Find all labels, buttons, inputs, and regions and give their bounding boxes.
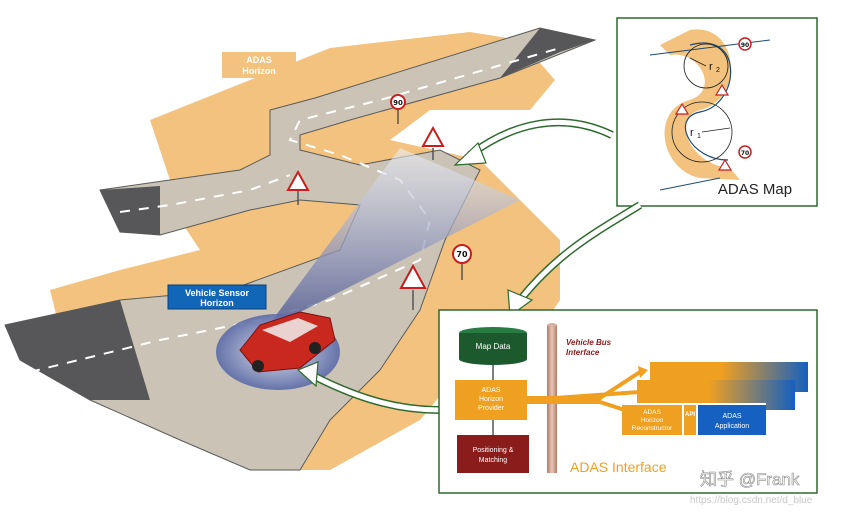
adas-interface-title: ADAS Interface [570,459,667,475]
svg-text:Map Data: Map Data [476,342,511,351]
map-data-block: Map Data [459,327,527,365]
svg-text:Horizon: Horizon [200,298,234,308]
svg-text:ADAS: ADAS [722,413,741,420]
svg-text:Reconstructor: Reconstructor [632,425,673,432]
svg-text:90: 90 [393,99,403,107]
svg-text:90: 90 [741,42,749,49]
svg-text:API: API [685,412,695,418]
positioning-block: Positioning & Matching [457,435,529,473]
svg-text:Application: Application [715,423,749,430]
sensor-beam [265,148,520,330]
svg-text:Interface: Interface [566,348,600,357]
reconstructor-block [622,405,682,435]
road-centre-line-left [119,174,291,213]
horizon-provider-block: ADAS Horizon Provider [455,380,527,420]
road-sign-warning-curve [421,125,445,160]
svg-text:2: 2 [716,67,720,74]
svg-text:r: r [709,61,713,73]
adas-map-panel: r 2 r 1 90 70 ADAS Map [616,17,818,207]
svg-text:知乎 @Frank: 知乎 @Frank [700,470,800,489]
svg-text:ADAS: ADAS [643,409,661,416]
adas-interface-panel: Map Data ADAS Horizon Provider Positioni… [438,309,818,494]
svg-text:Positioning &: Positioning & [473,447,514,454]
svg-text:ADAS: ADAS [246,55,272,65]
svg-text:Horizon: Horizon [242,66,276,76]
svg-text:1: 1 [697,133,701,140]
application-stack: ADAS Horizon Reconstructor API ADAS Appl… [622,362,808,435]
svg-text:Vehicle Bus: Vehicle Bus [566,338,612,347]
road-sign-speed-70: 70 [452,244,472,280]
svg-text:r: r [690,127,694,139]
svg-text:70: 70 [741,150,749,157]
api-block [684,405,696,435]
application-block [698,405,766,435]
svg-text:ADAS: ADAS [481,387,500,394]
road-sign-warning-bend [399,263,427,310]
adas-map-title: ADAS Map [718,181,792,198]
svg-text:Horizon: Horizon [641,417,664,424]
svg-text:https://blog.csdn.net/d_blue: https://blog.csdn.net/d_blue [690,495,813,506]
road [4,27,597,471]
adas-horizon-label: ADAS Horizon [222,52,296,78]
svg-text:Vehicle Sensor: Vehicle Sensor [185,288,250,298]
svg-text:70: 70 [456,250,468,259]
vehicle-sensor-horizon-label: Vehicle Sensor Horizon [167,284,267,310]
svg-text:Matching: Matching [479,457,508,464]
road-sign-speed-90: 90 [390,94,406,124]
svg-text:Horizon: Horizon [479,396,503,403]
watermark: 知乎 @Frank https://blog.csdn.net/d_blue [690,470,813,506]
road-sign-warning-crossing [286,169,310,205]
svg-text:Provider: Provider [478,405,505,412]
